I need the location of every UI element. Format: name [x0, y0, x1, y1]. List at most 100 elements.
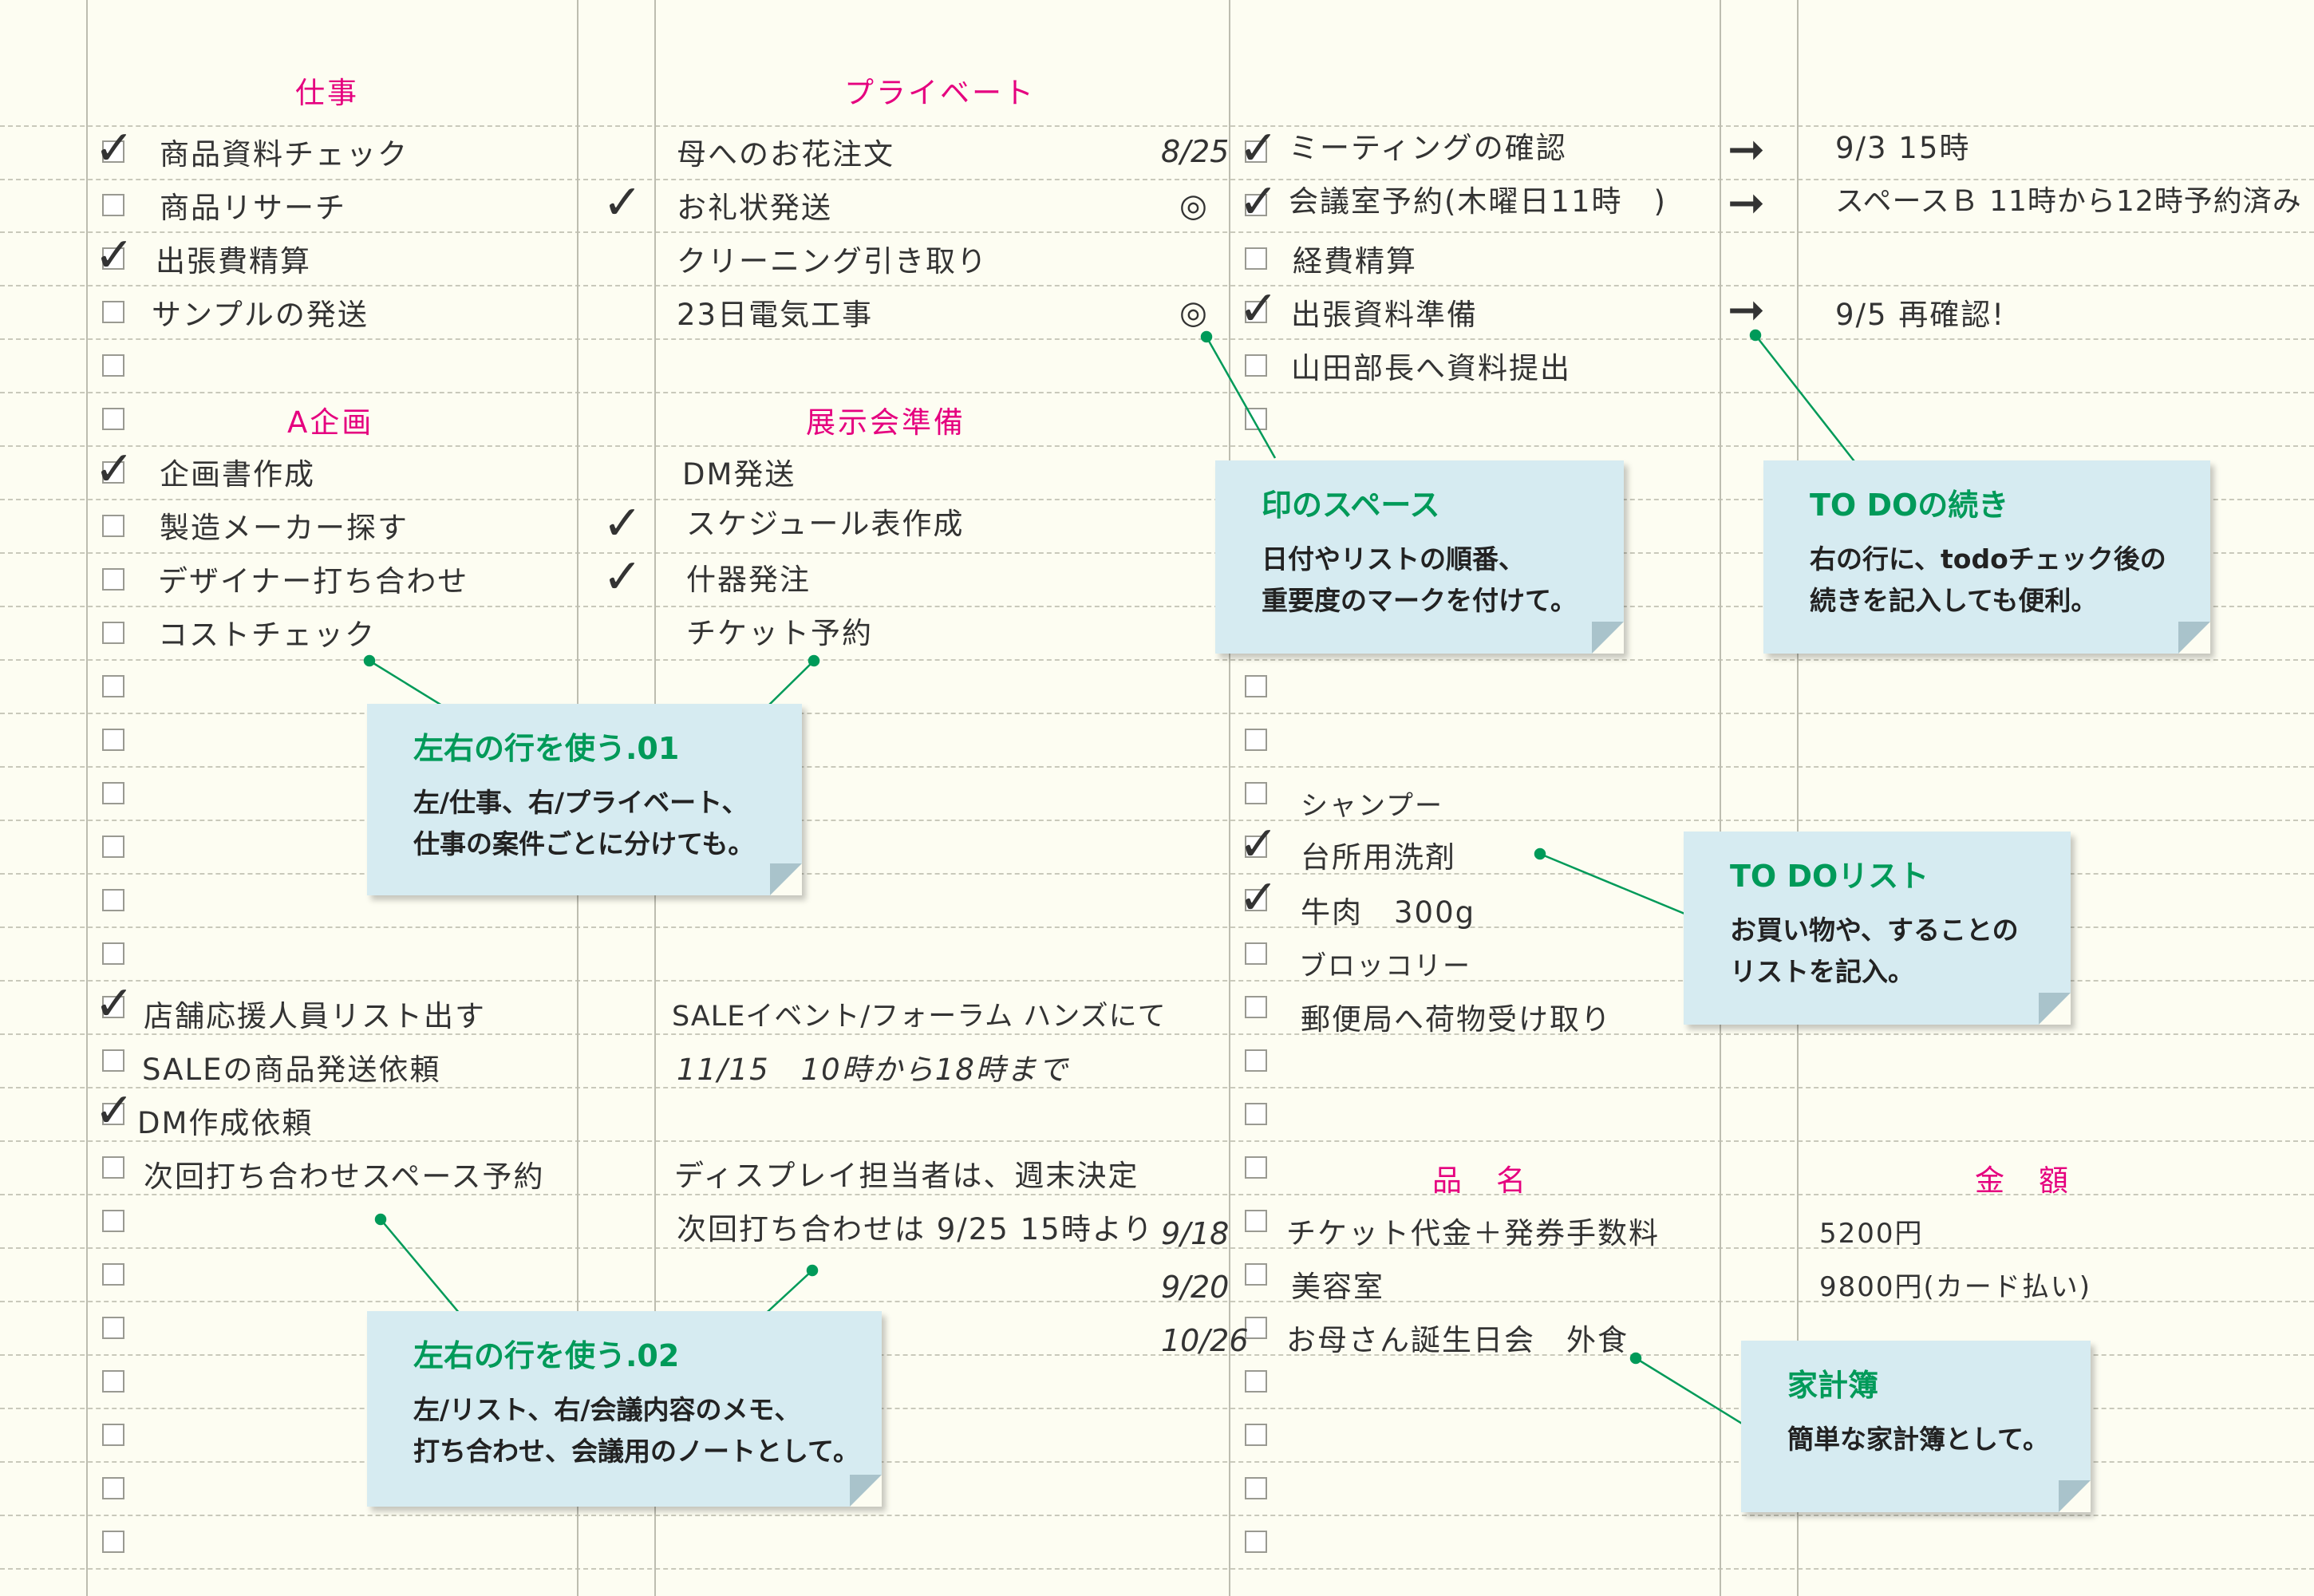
checkbox-icon[interactable] — [1245, 1103, 1267, 1125]
checkbox-icon[interactable] — [102, 461, 124, 484]
checkbox-icon[interactable] — [102, 622, 124, 644]
check-mark-icon: ✓ — [602, 496, 643, 551]
page-curl-icon — [2039, 993, 2071, 1025]
checkbox-icon[interactable] — [1245, 1210, 1267, 1232]
sticky-note-left-right-01: 左右の行を使う.01 左/仕事、右/プライベート、 仕事の案件ごとに分けても。 — [367, 704, 802, 895]
checkbox-icon[interactable] — [1245, 1531, 1267, 1553]
list-item: 山田部長へ資料提出 — [1291, 351, 1571, 385]
check-mark-icon: ✓ — [1238, 174, 1279, 230]
checkbox-icon[interactable] — [102, 729, 124, 751]
list-item: ブロッコリー — [1299, 950, 1471, 982]
check-mark-icon: ✓ — [1238, 281, 1279, 337]
checkbox-icon[interactable] — [1245, 1049, 1267, 1072]
checkbox-icon[interactable] — [102, 1263, 124, 1286]
check-mark-icon: ✓ — [602, 549, 643, 605]
note-title: 左右の行を使う.01 — [413, 731, 680, 766]
checkbox-icon[interactable] — [1245, 301, 1267, 323]
checkbox-icon[interactable] — [1245, 729, 1267, 751]
budget-item: 美容室 — [1291, 1270, 1384, 1304]
checkbox-icon[interactable] — [1245, 194, 1267, 216]
page-curl-icon — [770, 863, 802, 895]
checkbox-icon[interactable] — [102, 675, 124, 697]
right-arrow-icon: ➞ — [1728, 284, 1765, 336]
check-mark-icon: ✓ — [94, 120, 135, 176]
checkbox-icon[interactable] — [1245, 889, 1267, 911]
checkbox-icon[interactable] — [1245, 782, 1267, 804]
budget-amount: 5200円 — [1819, 1218, 1924, 1250]
note-body: 簡単な家計簿として。 — [1787, 1424, 2050, 1455]
memo-line: ディスプレイ担当者は、週末決定 — [674, 1159, 1139, 1193]
checkbox-icon[interactable] — [1245, 1370, 1267, 1393]
memo-line: 次回打ち合わせは 9/25 15時より — [677, 1212, 1154, 1246]
checkbox-icon[interactable] — [1245, 1477, 1267, 1499]
page-curl-icon — [1592, 622, 1624, 654]
list-item: 製造メーカー探す — [160, 511, 409, 545]
checkbox-icon[interactable] — [102, 1156, 124, 1179]
note-body: 左/リスト、右/会議内容のメモ、 打ち合わせ、会議用のノートとして。 — [413, 1394, 860, 1467]
checkbox-icon[interactable] — [102, 568, 124, 591]
checkbox-icon[interactable] — [102, 1531, 124, 1553]
list-item: コストチェック — [158, 618, 376, 652]
checkbox-icon[interactable] — [102, 194, 124, 216]
checkbox-icon[interactable] — [102, 942, 124, 965]
checkbox-icon[interactable] — [102, 408, 124, 430]
list-item: シャンプー — [1301, 790, 1443, 822]
checkbox-icon[interactable] — [1245, 354, 1267, 377]
list-item: デザイナー打ち合わせ — [158, 564, 469, 598]
checkbox-icon[interactable] — [102, 247, 124, 270]
checkbox-icon[interactable] — [1245, 996, 1267, 1018]
list-item: ミーティングの確認 — [1289, 131, 1567, 165]
checkbox-icon[interactable] — [102, 889, 124, 911]
header-expo: 展示会準備 — [806, 405, 965, 440]
check-mark-icon: ✓ — [94, 441, 135, 497]
budget-date: 9/20 — [1161, 1270, 1230, 1305]
checkbox-icon[interactable] — [1245, 247, 1267, 270]
sticky-note-left-right-02: 左右の行を使う.02 左/リスト、右/会議内容のメモ、 打ち合わせ、会議用のノー… — [367, 1311, 882, 1507]
checkbox-icon[interactable] — [102, 1477, 124, 1499]
date-mark: 8/25 — [1161, 134, 1230, 169]
note-title: 印のスペース — [1262, 488, 1440, 523]
header-item-name: 品 名 — [1432, 1163, 1528, 1198]
checkbox-icon[interactable] — [102, 1370, 124, 1393]
page-curl-icon — [2178, 622, 2210, 654]
memo-line: SALEイベント/フォーラム ハンズにて — [672, 1001, 1167, 1033]
checkbox-icon[interactable] — [102, 1317, 124, 1339]
checkbox-icon[interactable] — [1245, 675, 1267, 697]
checkbox-icon[interactable] — [102, 1210, 124, 1232]
list-item: 什器発注 — [686, 563, 811, 597]
checkbox-icon[interactable] — [1245, 836, 1267, 858]
checkbox-icon[interactable] — [1245, 1156, 1267, 1179]
header-private: プライベート — [844, 76, 1036, 110]
checkbox-icon[interactable] — [102, 1424, 124, 1446]
list-item: 商品リサーチ — [160, 191, 346, 225]
header-plan-a: A企画 — [287, 405, 374, 440]
budget-amount: 9800円(カード払い) — [1819, 1271, 2092, 1303]
checkbox-icon[interactable] — [102, 996, 124, 1018]
checkbox-icon[interactable] — [102, 836, 124, 858]
checkbox-icon[interactable] — [102, 515, 124, 537]
checkbox-icon[interactable] — [1245, 408, 1267, 430]
checkbox-icon[interactable] — [1245, 942, 1267, 965]
note-body: 日付やリストの順番、 重要度のマークを付けて。 — [1262, 543, 1578, 616]
checkbox-icon[interactable] — [102, 782, 124, 804]
sticky-note-todo-list: TO DOリスト お買い物や、することの リストを記入。 — [1684, 832, 2071, 1025]
note-body: 右の行に、todoチェック後の 続きを記入しても便利。 — [1810, 543, 2166, 616]
sticky-note-todo-continue: TO DOの続き 右の行に、todoチェック後の 続きを記入しても便利。 — [1763, 460, 2210, 654]
followup-text: スペースＢ 11時から12時予約済み — [1835, 185, 2302, 218]
checkbox-icon[interactable] — [102, 354, 124, 377]
note-title: 左右の行を使う.02 — [413, 1338, 680, 1373]
checkbox-icon[interactable] — [102, 1103, 124, 1125]
checkbox-icon[interactable] — [1245, 1424, 1267, 1446]
budget-date: 9/18 — [1161, 1216, 1230, 1251]
right-arrow-icon: ➞ — [1728, 177, 1765, 229]
list-item: 商品資料チェック — [160, 137, 409, 172]
checkbox-icon[interactable] — [1245, 1317, 1267, 1339]
checkbox-icon[interactable] — [102, 140, 124, 163]
checkbox-icon[interactable] — [1245, 1263, 1267, 1286]
checkbox-icon[interactable] — [102, 1049, 124, 1072]
check-mark-icon: ✓ — [1238, 120, 1279, 176]
checkbox-icon[interactable] — [1245, 140, 1267, 163]
list-item: 会議室予約(木曜日11時 ) — [1289, 184, 1667, 219]
list-item: 23日電気工事 — [677, 298, 874, 332]
checkbox-icon[interactable] — [102, 301, 124, 323]
